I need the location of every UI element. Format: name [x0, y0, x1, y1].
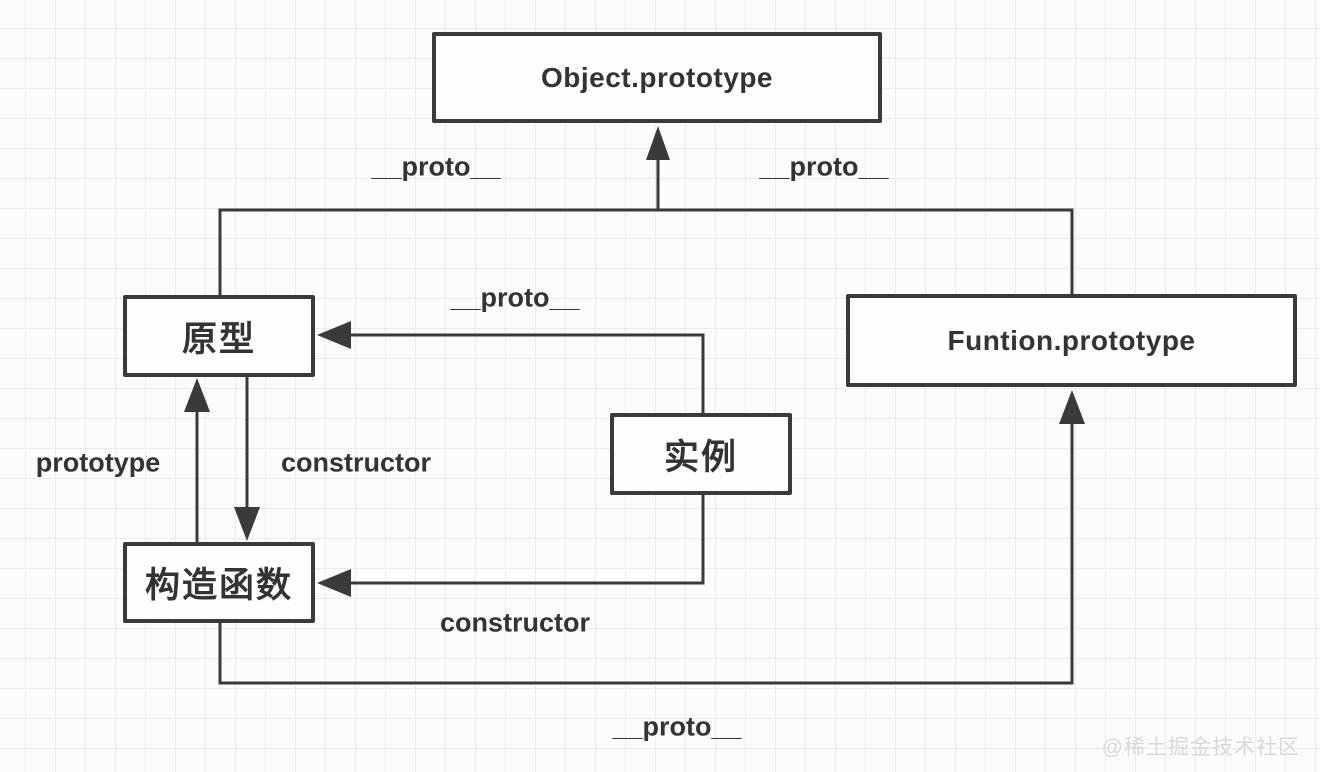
node-prototype-cn: 原型 — [123, 295, 315, 377]
node-object-prototype: Object.prototype — [432, 32, 882, 123]
edge-instance-to-prototype — [349, 333, 705, 413]
node-object-prototype-label: Object.prototype — [540, 61, 773, 93]
edge-label-proto-mid: __proto__ — [450, 282, 580, 313]
edge-label-proto-top-right: __proto__ — [759, 151, 889, 182]
node-constructor-cn: 构造函数 — [123, 542, 315, 623]
arrowhead-up-into-prototype — [184, 378, 210, 412]
edge-top-connector — [218, 208, 1074, 295]
node-function-prototype-label: Funtion.prototype — [947, 324, 1196, 356]
edge-label-proto-top-left: __proto__ — [371, 151, 501, 182]
node-instance-cn: 实例 — [610, 413, 792, 495]
node-function-prototype: Funtion.prototype — [846, 294, 1297, 387]
node-instance-cn-label: 实例 — [663, 437, 738, 477]
edge-label-constructor-bottom: constructor — [439, 607, 591, 638]
arrowhead-left-into-constructor — [317, 569, 351, 597]
node-prototype-cn-label: 原型 — [181, 319, 256, 359]
edge-label-proto-bottom: __proto__ — [612, 711, 742, 742]
edge-label-prototype-left: prototype — [35, 447, 161, 478]
edge-bottom-connector — [218, 424, 1074, 685]
watermark-text: @稀土掘金技术社区 — [1101, 736, 1300, 759]
edge-label-constructor-mid: constructor — [280, 447, 432, 478]
edge-instance-to-constructor — [349, 495, 705, 585]
node-constructor-cn-label: 构造函数 — [144, 566, 293, 605]
arrowhead-up-into-function-prototype — [1059, 390, 1085, 424]
arrowhead-down-into-constructor — [234, 507, 260, 541]
arrowhead-left-into-prototype — [317, 321, 351, 349]
arrowhead-up-object-prototype — [646, 126, 670, 160]
